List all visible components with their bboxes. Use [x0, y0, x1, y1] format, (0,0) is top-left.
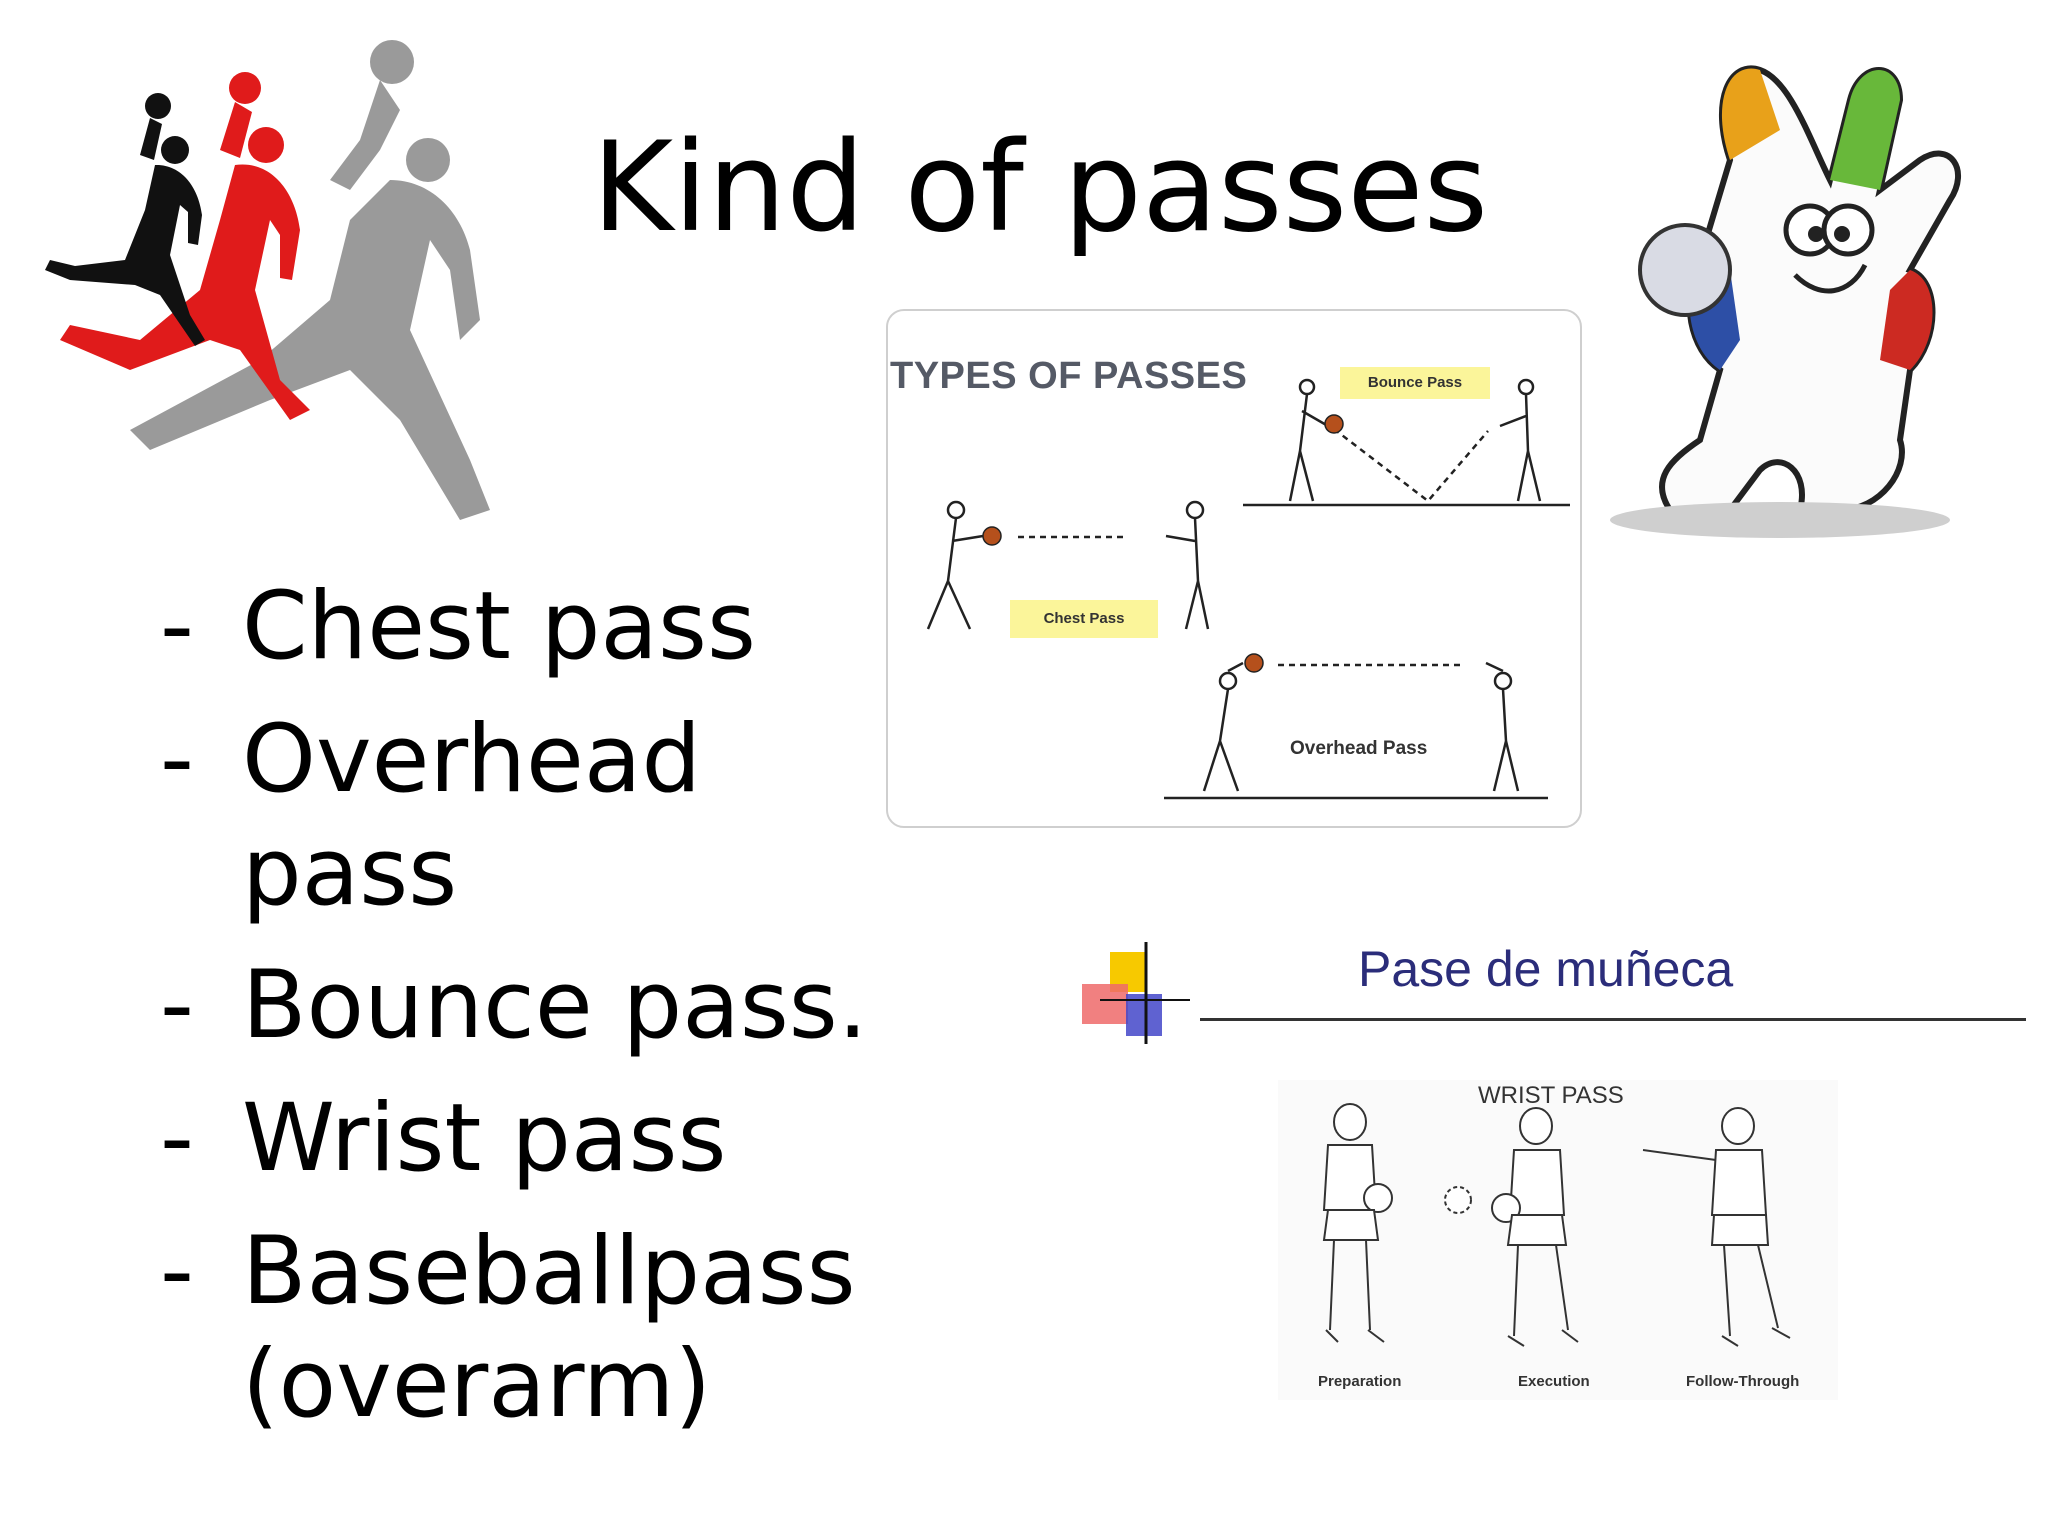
figure-title: WRIST PASS — [1478, 1082, 1624, 1109]
list-item: -Bounce pass. — [160, 949, 880, 1062]
bullet-text: Wrist pass — [242, 1084, 727, 1193]
list-item: -Baseballpass (overarm) — [160, 1215, 880, 1441]
overhead-pass-label: Overhead Pass — [1290, 738, 1428, 759]
bounce-pass-label: Bounce Pass — [1340, 367, 1490, 399]
handball-mascot — [1610, 65, 1962, 538]
stick-figure-drawings — [926, 378, 1570, 800]
wrist-pass-title: Pase de muñeca — [1358, 941, 1734, 997]
title-underline — [1200, 1018, 2026, 1021]
bullet-dash: - — [160, 951, 194, 1060]
phase-label: Execution — [1518, 1373, 1590, 1390]
chest-pass-label: Chest Pass — [1010, 600, 1158, 638]
list-item: -Wrist pass — [160, 1082, 880, 1195]
wrist-pass-header: Pase de muñeca — [1080, 940, 2026, 1050]
black-player-silhouette — [45, 93, 205, 346]
gray-player-silhouette — [130, 40, 490, 520]
decorative-squares-icon — [1082, 942, 1190, 1044]
bullet-dash: - — [160, 705, 194, 814]
bullet-dash: - — [160, 572, 194, 681]
types-of-passes-diagram: TYPES OF PASSES Bounce Pass Chest Pass O… — [886, 309, 1582, 828]
list-item: -Overhead pass — [160, 703, 880, 929]
bullet-dash: - — [160, 1084, 194, 1193]
wrist-pass-figure: WRIST PASS Preparation Exe — [1278, 1080, 1838, 1400]
phase-label: Preparation — [1318, 1373, 1402, 1390]
wrist-pass-sequence-drawing — [1322, 1103, 1791, 1347]
slide-title: Kind of passes — [591, 116, 1489, 260]
red-player-silhouette — [60, 72, 310, 420]
list-item: -Chest pass — [160, 570, 880, 683]
bullet-text: Bounce pass. — [242, 951, 868, 1060]
diagram-heading: TYPES OF PASSES — [890, 355, 1248, 397]
bullet-text: Chest pass — [242, 572, 756, 681]
bullet-list: -Chest pass -Overhead pass -Bounce pass.… — [160, 570, 880, 1461]
phase-label: Follow-Through — [1686, 1373, 1800, 1390]
bullet-text: Overhead pass — [242, 705, 702, 927]
bullet-text: Baseballpass (overarm) — [242, 1217, 856, 1439]
handball-players-logo — [45, 40, 490, 520]
bullet-dash: - — [160, 1217, 194, 1326]
